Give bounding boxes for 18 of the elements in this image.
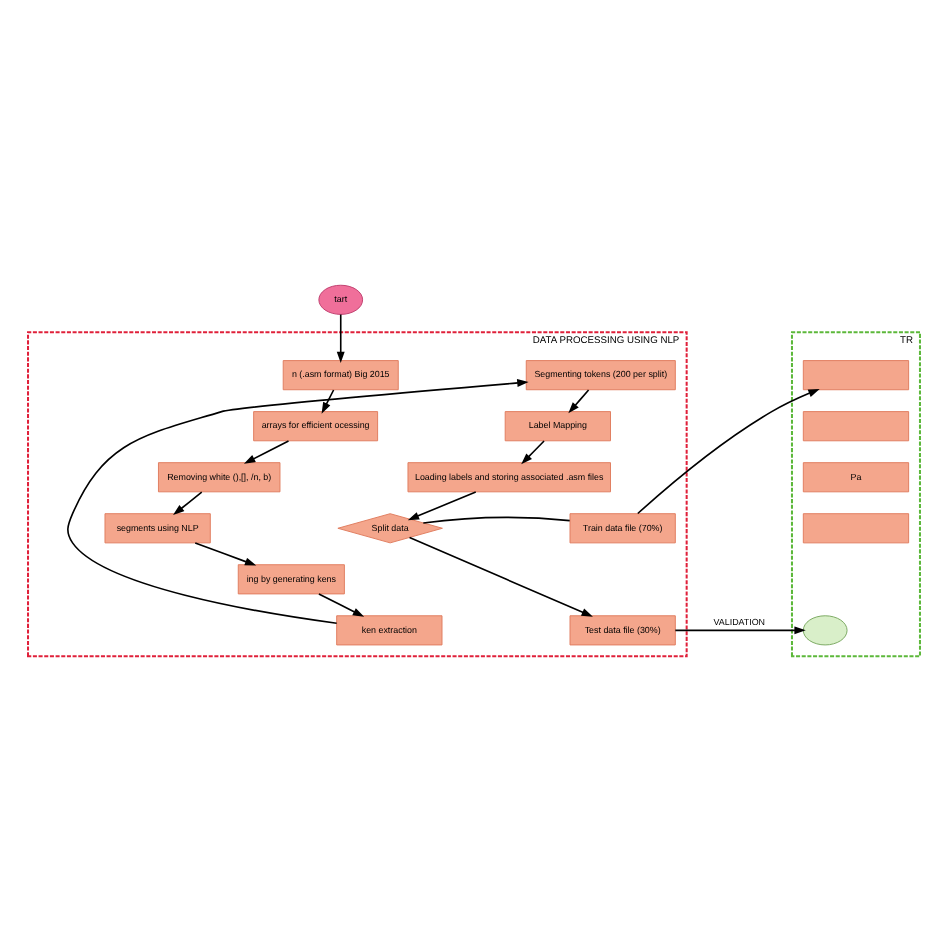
- node-box: [802, 513, 910, 544]
- node-box: [802, 360, 910, 391]
- arrow: [321, 389, 335, 414]
- arrow: [336, 313, 345, 363]
- arrow: [521, 440, 545, 465]
- arrow: [408, 536, 593, 617]
- arrow: [674, 626, 806, 635]
- arrow: [636, 388, 820, 515]
- arrow: [67, 379, 529, 625]
- arrow: [243, 440, 290, 464]
- connector: [422, 516, 571, 524]
- arrow: [318, 593, 365, 617]
- arrow: [194, 542, 257, 566]
- node-box: [802, 411, 910, 442]
- arrow: [568, 389, 590, 414]
- node-ellipse: [802, 615, 848, 646]
- arrow: [407, 491, 477, 521]
- arrow: [173, 491, 203, 516]
